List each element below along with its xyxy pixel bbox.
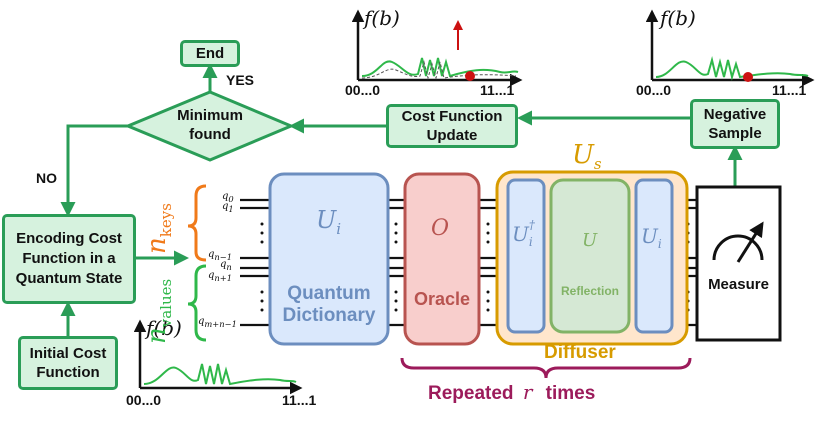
meter-needle: [736, 221, 764, 263]
r-symbol: r: [522, 380, 533, 404]
oracle-symbol: O: [431, 216, 450, 241]
no-label: NO: [36, 170, 57, 186]
plot-initial: [133, 319, 303, 395]
plot2-x-end: 11...1: [772, 82, 807, 98]
reflection-label: Reflection: [560, 284, 619, 298]
minimum-found-diamond: [124, 90, 295, 162]
minimum-found-label: Minimum found: [177, 107, 243, 143]
sample-point: [465, 71, 475, 81]
initial-cost-box: Initial Cost Function: [18, 336, 118, 390]
ui-gate: [268, 172, 390, 346]
plot1-x-start: 00...0: [345, 82, 381, 98]
diffuser-label: Diffuser: [544, 342, 616, 363]
cost-update-box: Cost Function Update: [386, 104, 518, 148]
repeated-brace: [400, 357, 692, 379]
sample-point-2: [743, 72, 753, 82]
n-keys-label: nkeys: [142, 203, 175, 254]
negative-sample-box: Negative Sample: [690, 99, 780, 149]
n-values-label: nvalues: [142, 279, 175, 344]
end-box: End: [180, 40, 240, 67]
n-keys-symbol: n: [142, 237, 172, 254]
reflection-gate: [549, 178, 631, 334]
qubit-label-q1: q1: [222, 201, 234, 214]
ui-gate-2: [634, 178, 674, 334]
measure-box: [695, 185, 782, 342]
qn+1-sub: n+1: [214, 273, 233, 283]
flow-arrows: [60, 63, 743, 336]
ui2-symbol: Ui: [641, 224, 662, 251]
qubit-label-qn+1: qn+1: [208, 270, 233, 283]
n-values-symbol: n: [142, 327, 172, 344]
ui-dagger-symbol: U†i: [512, 218, 535, 249]
qn-1-sub: n−1: [214, 252, 233, 262]
meter-arc: [712, 234, 764, 261]
repeated-word: Repeated: [428, 383, 514, 404]
values-brace: [187, 264, 207, 342]
times-word: times: [545, 383, 596, 404]
plot2-x-start: 00...0: [636, 82, 672, 98]
keys-brace: [187, 184, 207, 262]
plot3-x-start: 00...0: [126, 392, 162, 408]
qubit-label-qm+n-1: qm+n−1: [198, 316, 237, 329]
plot-negative-sample: [645, 9, 815, 87]
u-symbol: U: [582, 230, 598, 251]
ui-symbol: Ui: [316, 206, 342, 238]
q1-sub: 1: [228, 204, 234, 214]
qm+n-1-sub: m+n−1: [204, 319, 237, 329]
plot-cost-update: [351, 9, 523, 87]
plot2-f-label: f(b): [660, 6, 696, 30]
qubit-label-q0: q0: [222, 191, 234, 204]
oracle-gate: [403, 172, 481, 346]
measure-label: Measure: [708, 276, 769, 293]
oracle-label: Oracle: [413, 289, 471, 309]
yes-label: YES: [226, 72, 255, 88]
plot1-x-end: 11...1: [480, 82, 515, 98]
qubit-label-qn-1: qn−1: [208, 249, 233, 262]
q0-sub: 0: [228, 194, 234, 204]
us-symbol: Us: [572, 140, 602, 174]
qubit-label-qn: qn: [220, 259, 232, 272]
plot1-f-label: f(b): [364, 6, 400, 30]
n-values-sub: values: [157, 278, 176, 328]
repeated-label: Repeated r times: [428, 380, 595, 405]
encoding-box: Encoding Cost Function in a Quantum Stat…: [2, 214, 136, 304]
ui-dagger-gate: [506, 178, 546, 334]
n-keys-sub: keys: [157, 203, 176, 238]
qn-sub: n: [226, 262, 232, 272]
quantum-dictionary-label: Quantum Dictionary: [282, 283, 376, 326]
plot3-f-label: f(b): [146, 316, 182, 340]
plot3-x-end: 11...1: [282, 392, 317, 408]
arrow-no-to-encoding: [60, 124, 128, 217]
